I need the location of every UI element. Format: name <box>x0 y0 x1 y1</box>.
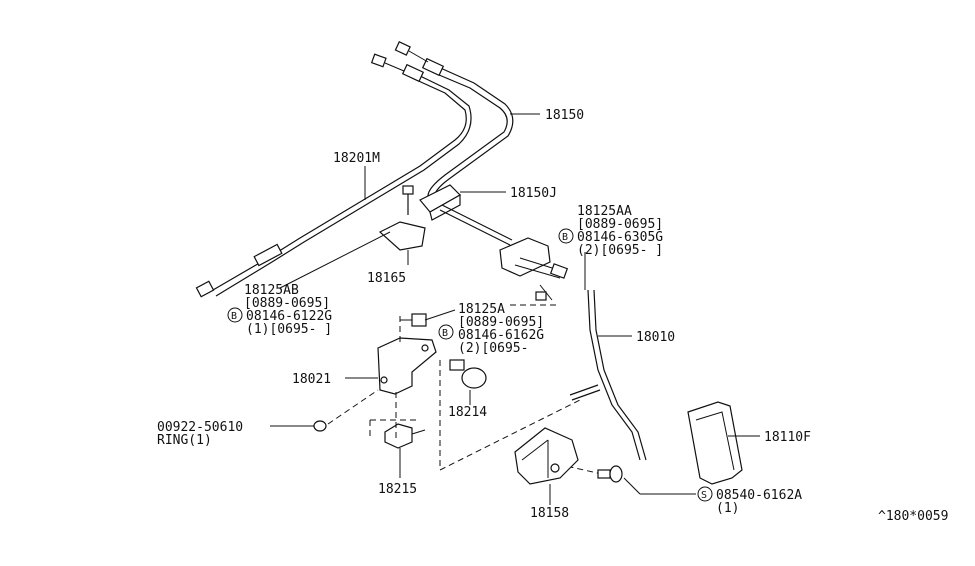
dashed-guides <box>327 304 603 475</box>
floor-stopper-18158 <box>514 427 579 485</box>
label-18214: 18214 <box>448 405 487 420</box>
screw-08540-6162a <box>597 465 623 483</box>
label-18125a-qty: (2)[0695- <box>458 341 528 356</box>
label-18125ab-bolt: 08146-6122G <box>246 309 332 324</box>
label-18215: 18215 <box>378 482 417 497</box>
bracket-18150j <box>419 184 513 246</box>
label-18150j: 18150J <box>510 186 557 201</box>
bolt-b-letter-2: B <box>231 311 237 322</box>
bolt-b-letter-1: B <box>562 232 568 243</box>
cable-18150 <box>394 41 514 209</box>
label-18125aa-range: [0889-0695] <box>577 217 663 232</box>
label-18021: 18021 <box>292 372 331 387</box>
label-18125ab: 18125AB <box>244 283 299 298</box>
label-18125ab-qty: (1)[0695- ] <box>246 322 332 337</box>
linkage-18125aa <box>499 237 569 301</box>
diagram-code: ^180*0059 <box>878 509 948 524</box>
bolt-b-letter-3: B <box>442 328 448 339</box>
bracket-18021 <box>377 313 437 395</box>
label-18125aa: 18125AA <box>577 204 632 219</box>
cable-18201m <box>195 53 472 298</box>
label-18125a-bolt: 08146-6162G <box>458 328 544 343</box>
label-00922-50610: 00922-50610 <box>157 420 243 435</box>
ring-00922-50610 <box>313 420 327 432</box>
screw-s-letter: S <box>701 490 707 501</box>
label-18110f: 18110F <box>764 430 811 445</box>
stopper-18214 <box>449 359 487 389</box>
label-18125a-range: [0889-0695] <box>458 315 544 330</box>
bolt-b-symbol-1 <box>558 228 574 244</box>
label-18150: 18150 <box>545 108 584 123</box>
label-18165: 18165 <box>367 271 406 286</box>
bolt-b-symbol-2 <box>227 307 243 323</box>
clip-18215 <box>384 423 426 449</box>
screw-s-symbol <box>697 486 713 502</box>
label-ring-qty: RING(1) <box>157 433 212 448</box>
label-08540-6162a: 08540-6162A <box>716 488 802 503</box>
label-08540-qty: (1) <box>716 501 739 516</box>
pedal-arm-18010 <box>569 289 647 461</box>
pedal-pad-18110f <box>687 401 743 485</box>
label-18125a: 18125A <box>458 302 505 317</box>
bolt-b-symbol-3 <box>438 324 454 340</box>
label-18125aa-bolt: 08146-6305G <box>577 230 663 245</box>
label-18201m: 18201M <box>333 151 380 166</box>
label-18125ab-range: [0889-0695] <box>244 296 330 311</box>
label-18125aa-qty: (2)[0695- ] <box>577 243 663 258</box>
bracket-18165 <box>378 185 426 251</box>
label-18158: 18158 <box>530 506 569 521</box>
leader-lines <box>270 113 760 505</box>
label-18010: 18010 <box>636 330 675 345</box>
